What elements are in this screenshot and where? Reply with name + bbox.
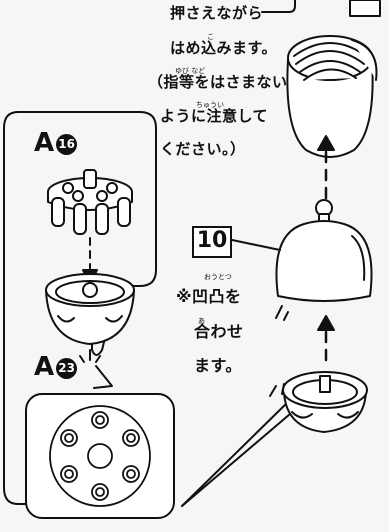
- ruby-a: あ: [198, 317, 205, 325]
- note-line-1: ※凹凸を: [176, 287, 242, 306]
- leader-to-base-2: [181, 413, 291, 507]
- instruction-line-3: （指等をはさまない: [148, 73, 288, 91]
- ruby-outotsu: おうとつ: [204, 273, 232, 281]
- part-a16: [47, 169, 133, 235]
- note-line-2: 合わせ: [194, 322, 244, 341]
- leader-to-base: [181, 399, 291, 507]
- instruction-line-5: ください。）: [160, 140, 246, 158]
- part-number-badge: 16: [56, 133, 78, 155]
- part-letter: A: [34, 352, 55, 382]
- parts-frame: [17, 111, 157, 356]
- step-number-box: 10: [192, 226, 232, 258]
- ruby-komi: こ: [207, 33, 214, 41]
- part-a23: [45, 273, 135, 345]
- part-letter: A: [34, 128, 55, 158]
- instruction-line-4: ように注意して: [160, 107, 269, 125]
- instruction-line-2: はめ込みます。: [170, 39, 278, 57]
- note-line-3: ます。: [194, 356, 242, 375]
- part-number-badge: 23: [56, 357, 78, 379]
- ruby-yubi: ゆび など: [175, 67, 206, 75]
- instruction-line-1: 押さえながら: [170, 4, 264, 22]
- hole-pattern: [49, 405, 151, 507]
- base-bowl: [282, 371, 368, 433]
- part-10: [275, 199, 373, 302]
- step-leader: [231, 239, 281, 251]
- ruby-chui: ちゅうい: [196, 101, 224, 109]
- assembled-head: [286, 0, 381, 158]
- parts-frame-left: [3, 111, 29, 505]
- callout-line: [261, 0, 296, 13]
